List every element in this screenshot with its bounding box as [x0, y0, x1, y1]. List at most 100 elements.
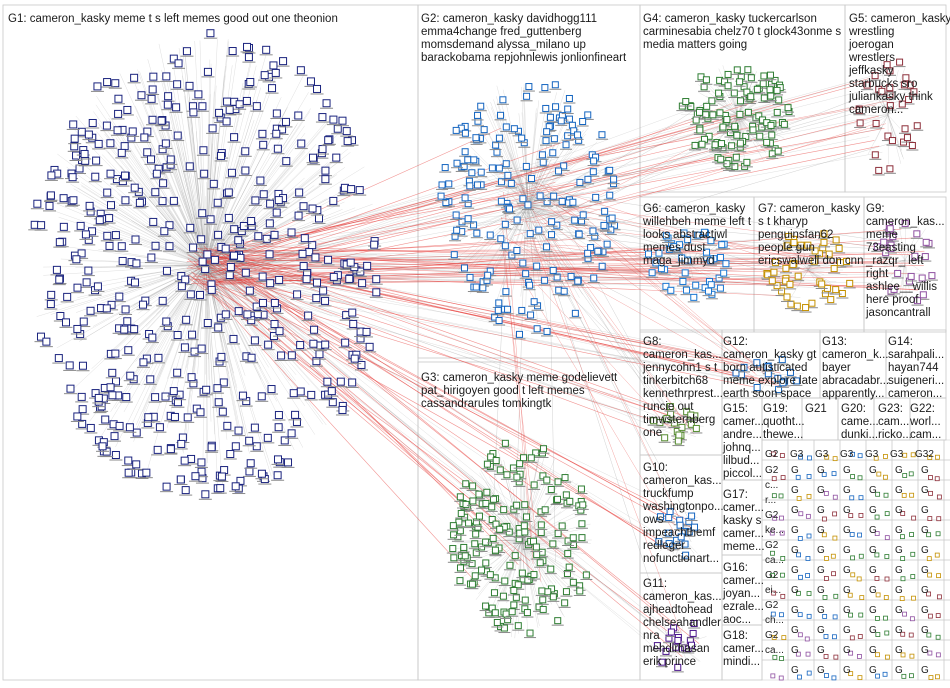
node-G3 [489, 534, 497, 542]
inter-group-edge [217, 217, 469, 272]
node-G1 [358, 279, 367, 288]
node-G9 [918, 274, 926, 282]
inter-group-edge [209, 145, 880, 285]
node-G1 [47, 290, 56, 299]
edge-line [527, 171, 551, 206]
node-G1 [172, 103, 181, 112]
node-G1 [111, 231, 120, 240]
node-G3 [541, 506, 549, 514]
group-panel-border [801, 397, 839, 441]
small-cell-label: G [817, 525, 825, 536]
small-cluster-node [928, 490, 933, 496]
node-G3 [521, 528, 529, 536]
node-G8 [687, 411, 695, 419]
node-G1 [321, 175, 330, 184]
node-G2 [495, 164, 503, 172]
edge-line [73, 188, 207, 266]
inter-group-edge [214, 147, 770, 248]
small-cluster-node [884, 576, 890, 582]
small-cluster-node [797, 632, 803, 638]
node-G1 [206, 29, 215, 38]
small-cell-label: G [921, 505, 929, 516]
node-G3 [490, 589, 498, 597]
edge-line [96, 96, 207, 266]
node-G4 [756, 132, 764, 140]
node-G2 [525, 83, 533, 91]
node-G1 [245, 436, 254, 445]
small-cell-label: G3 [890, 449, 904, 460]
edge-line [664, 264, 691, 279]
node-G2 [606, 191, 614, 199]
node-G3 [482, 602, 490, 610]
edge-line [77, 187, 207, 266]
node-G1 [322, 99, 331, 108]
node-G1 [350, 354, 359, 363]
inter-group-edge [554, 142, 893, 242]
node-G1 [253, 310, 262, 319]
node-G1 [203, 67, 212, 76]
edge-line [158, 197, 207, 266]
small-cluster-node [926, 556, 932, 562]
node-G1 [370, 240, 379, 249]
node-G6 [676, 241, 684, 249]
node-G2 [501, 220, 509, 228]
small-cluster-node [910, 574, 916, 579]
node-G3 [496, 466, 504, 474]
node-G3 [530, 481, 538, 489]
node-G1 [243, 42, 252, 51]
node-G6 [667, 286, 675, 294]
node-G1 [235, 100, 244, 109]
node-G1 [247, 217, 256, 226]
node-G1 [312, 278, 321, 287]
inter-group-edge [509, 203, 825, 260]
small-cluster-node [805, 556, 811, 561]
node-G3 [554, 617, 562, 625]
node-G2 [472, 134, 480, 142]
inter-group-edge [192, 272, 480, 587]
node-G1 [63, 292, 72, 301]
node-G1 [124, 468, 133, 477]
edge-line [57, 153, 207, 266]
node-G9 [919, 291, 927, 299]
edge-line [484, 539, 523, 555]
edge-line [887, 114, 903, 151]
edge-line [110, 264, 207, 413]
inter-group-edge [187, 254, 676, 525]
edge-line [205, 125, 305, 266]
node-G3 [500, 624, 508, 632]
edge-line [116, 264, 207, 316]
node-G1 [228, 47, 237, 56]
node-G1 [185, 162, 194, 171]
node-G1 [226, 262, 235, 271]
edge-line [146, 264, 207, 331]
node-G2 [550, 192, 558, 200]
edge-line [138, 264, 207, 364]
small-cluster-cell [943, 619, 950, 641]
node-G3 [537, 521, 545, 529]
node-G3 [519, 454, 527, 462]
small-cluster-node [926, 591, 931, 597]
small-cluster-node [909, 673, 914, 679]
small-cluster-node [882, 474, 888, 480]
node-G1 [294, 211, 303, 220]
edge-line [142, 224, 207, 266]
node-G1 [336, 377, 345, 386]
node-G8 [692, 424, 700, 432]
small-cluster-node [805, 573, 810, 578]
node-G4 [737, 97, 745, 105]
node-G1 [177, 282, 186, 291]
node-G1 [93, 82, 102, 91]
edge-line [475, 539, 523, 600]
node-G1 [327, 387, 336, 396]
edge-line [484, 204, 529, 228]
node-G3 [462, 480, 470, 488]
node-G7 [811, 247, 819, 255]
small-cell-label: G [895, 565, 903, 576]
node-G2 [542, 104, 550, 112]
edge-line [904, 228, 926, 261]
node-G11 [674, 663, 682, 671]
node-G1 [76, 221, 85, 230]
node-G6 [718, 241, 726, 249]
node-G7 [832, 286, 840, 294]
edge-line [883, 259, 906, 269]
